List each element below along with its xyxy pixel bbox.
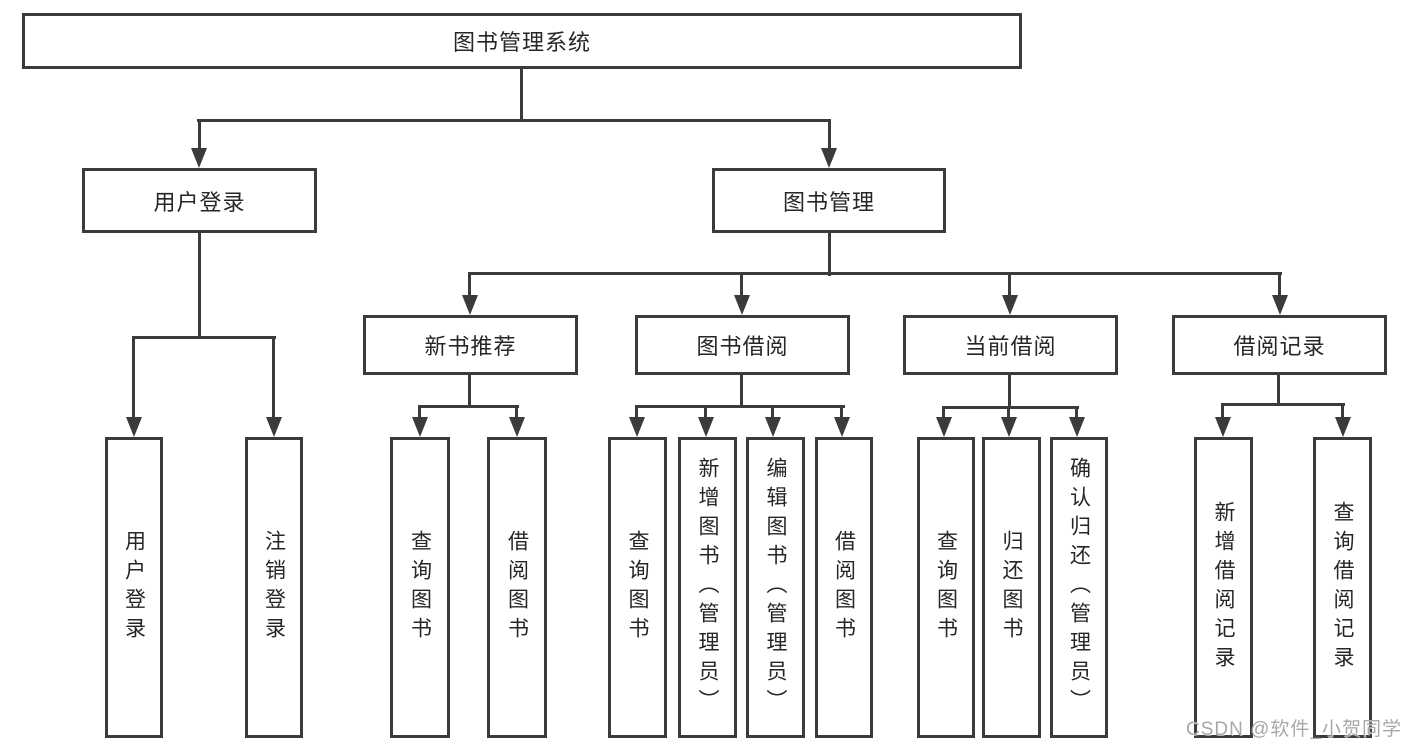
arrowhead-icon bbox=[1335, 417, 1351, 437]
connector-line bbox=[468, 375, 471, 408]
leaf-logout-login: 注销登录 bbox=[245, 437, 303, 738]
connector-line bbox=[1341, 403, 1344, 419]
connector-line bbox=[1221, 403, 1224, 419]
arrowhead-icon bbox=[191, 148, 207, 168]
leaf-confirm-return-admin: 确认归还（管理员） bbox=[1050, 437, 1108, 738]
node-new-book-recommendation: 新书推荐 bbox=[363, 315, 578, 375]
leaf-query-books-borrowing: 查询图书 bbox=[608, 437, 667, 738]
connector-line bbox=[418, 405, 421, 419]
arrowhead-icon bbox=[1069, 417, 1085, 437]
arrowhead-icon bbox=[1001, 417, 1017, 437]
connector-line bbox=[704, 405, 707, 419]
node-user-login: 用户登录 bbox=[82, 168, 317, 233]
connector-line bbox=[1277, 375, 1280, 406]
connector-line bbox=[635, 405, 845, 408]
connector-line bbox=[840, 405, 843, 419]
arrowhead-icon bbox=[698, 417, 714, 437]
connector-line bbox=[942, 406, 1079, 409]
arrowhead-icon bbox=[629, 417, 645, 437]
connector-line bbox=[740, 272, 743, 298]
connector-line bbox=[635, 405, 638, 419]
csdn-watermark: CSDN @软件_小贺同学 bbox=[1186, 719, 1402, 740]
connector-line bbox=[468, 272, 1282, 275]
connector-line bbox=[1075, 406, 1078, 419]
node-book-borrowing: 图书借阅 bbox=[635, 315, 850, 375]
leaf-borrow-books-recommend: 借阅图书 bbox=[487, 437, 547, 738]
arrowhead-icon bbox=[266, 417, 282, 437]
leaf-edit-books-admin: 编辑图书（管理员） bbox=[746, 437, 805, 738]
connector-line bbox=[197, 119, 831, 122]
connector-line bbox=[418, 405, 519, 408]
connector-line bbox=[132, 336, 276, 339]
connector-line bbox=[1221, 403, 1345, 406]
connector-line bbox=[1008, 272, 1011, 298]
node-book-management: 图书管理 bbox=[712, 168, 946, 233]
connector-line bbox=[1008, 375, 1011, 409]
connector-line bbox=[828, 233, 831, 276]
arrowhead-icon bbox=[765, 417, 781, 437]
connector-line bbox=[942, 406, 945, 419]
leaf-return-books: 归还图书 bbox=[982, 437, 1041, 738]
connector-line bbox=[828, 119, 831, 150]
arrowhead-icon bbox=[509, 417, 525, 437]
connector-line bbox=[272, 336, 275, 420]
arrowhead-icon bbox=[936, 417, 952, 437]
connector-line bbox=[132, 336, 135, 420]
leaf-query-books-current: 查询图书 bbox=[917, 437, 975, 738]
arrowhead-icon bbox=[834, 417, 850, 437]
connector-line bbox=[740, 375, 743, 408]
arrowhead-icon bbox=[126, 417, 142, 437]
arrowhead-icon bbox=[821, 148, 837, 168]
arrowhead-icon bbox=[734, 295, 750, 315]
connector-line bbox=[468, 272, 471, 298]
connector-line bbox=[520, 69, 523, 122]
leaf-query-books-recommend: 查询图书 bbox=[390, 437, 450, 738]
leaf-add-borrow-record: 新增借阅记录 bbox=[1194, 437, 1253, 738]
connector-line bbox=[515, 405, 518, 419]
node-borrowing-records: 借阅记录 bbox=[1172, 315, 1387, 375]
connector-line bbox=[198, 233, 201, 339]
node-current-borrowing: 当前借阅 bbox=[903, 315, 1118, 375]
node-library-management-system: 图书管理系统 bbox=[22, 13, 1022, 69]
connector-line bbox=[198, 119, 201, 150]
arrowhead-icon bbox=[412, 417, 428, 437]
connector-line bbox=[1007, 406, 1010, 419]
leaf-query-borrow-record: 查询借阅记录 bbox=[1313, 437, 1372, 738]
connector-line bbox=[1278, 272, 1281, 298]
leaf-add-books-admin: 新增图书（管理员） bbox=[678, 437, 737, 738]
leaf-borrow-books-borrowing: 借阅图书 bbox=[815, 437, 873, 738]
connector-line bbox=[771, 405, 774, 419]
arrowhead-icon bbox=[1002, 295, 1018, 315]
arrowhead-icon bbox=[1272, 295, 1288, 315]
arrowhead-icon bbox=[1215, 417, 1231, 437]
leaf-user-login: 用户登录 bbox=[105, 437, 163, 738]
arrowhead-icon bbox=[462, 295, 478, 315]
